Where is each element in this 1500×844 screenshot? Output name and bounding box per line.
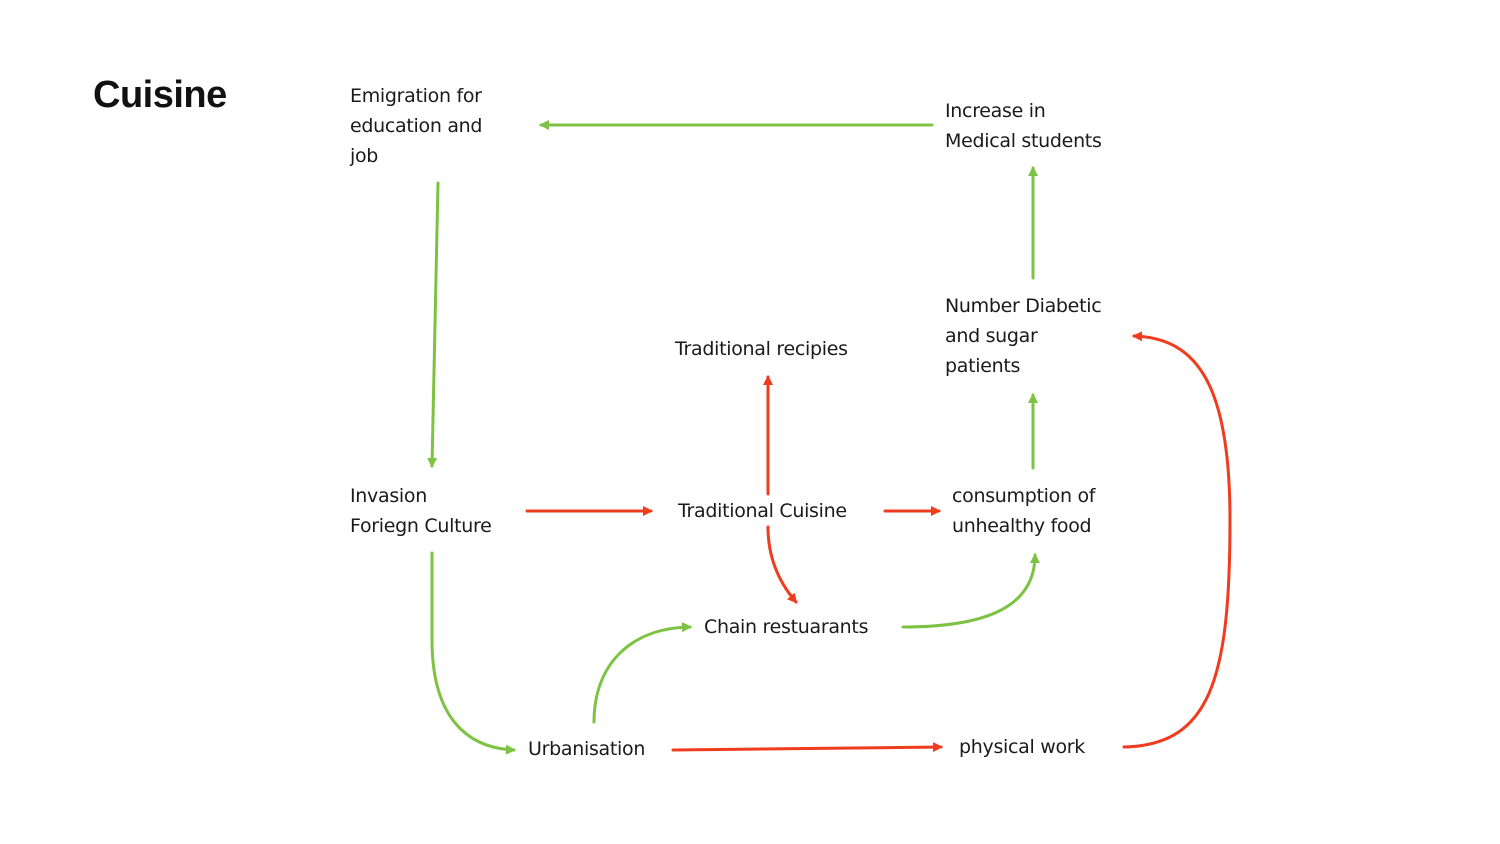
node-chain-restaurants: Chain restuarants [704, 616, 869, 638]
edge-cuisine-to-chain [766, 525, 798, 604]
edge-invasion-to-urbanisation [430, 551, 516, 755]
edge-chain-to-consumption [901, 553, 1040, 629]
node-physical-work: physical work [959, 736, 1086, 758]
node-traditional-cuisine: Traditional Cuisine [678, 500, 847, 522]
edge-physical-to-diabetic [1122, 331, 1232, 749]
node-medical-students: Increase in Medical students [945, 100, 1102, 152]
edge-urbanisation-to-physical [671, 742, 943, 753]
node-emigration: Emigration for education and job [350, 85, 483, 167]
page-title: Cuisine [93, 74, 227, 116]
node-traditional-recipes: Traditional recipies [675, 338, 848, 360]
edge-emigration-to-invasion [427, 181, 440, 468]
node-urbanisation: Urbanisation [528, 738, 646, 760]
node-invasion-foreign-culture: Invasion Foriegn Culture [350, 485, 492, 537]
node-diabetic-patients: Number Diabetic and sugar patients [945, 295, 1102, 377]
edge-urbanisation-to-chain [592, 622, 692, 724]
node-unhealthy-food-consumption: consumption of unhealthy food [952, 485, 1096, 537]
